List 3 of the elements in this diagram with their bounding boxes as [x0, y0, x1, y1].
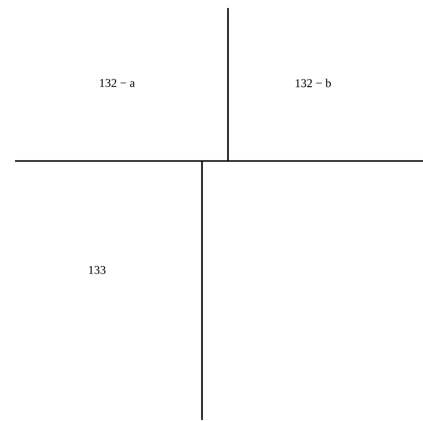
region-label: 133 — [89, 266, 106, 274]
region-label: 132 − b — [296, 78, 331, 88]
region-label: 132 − a — [100, 78, 135, 87]
